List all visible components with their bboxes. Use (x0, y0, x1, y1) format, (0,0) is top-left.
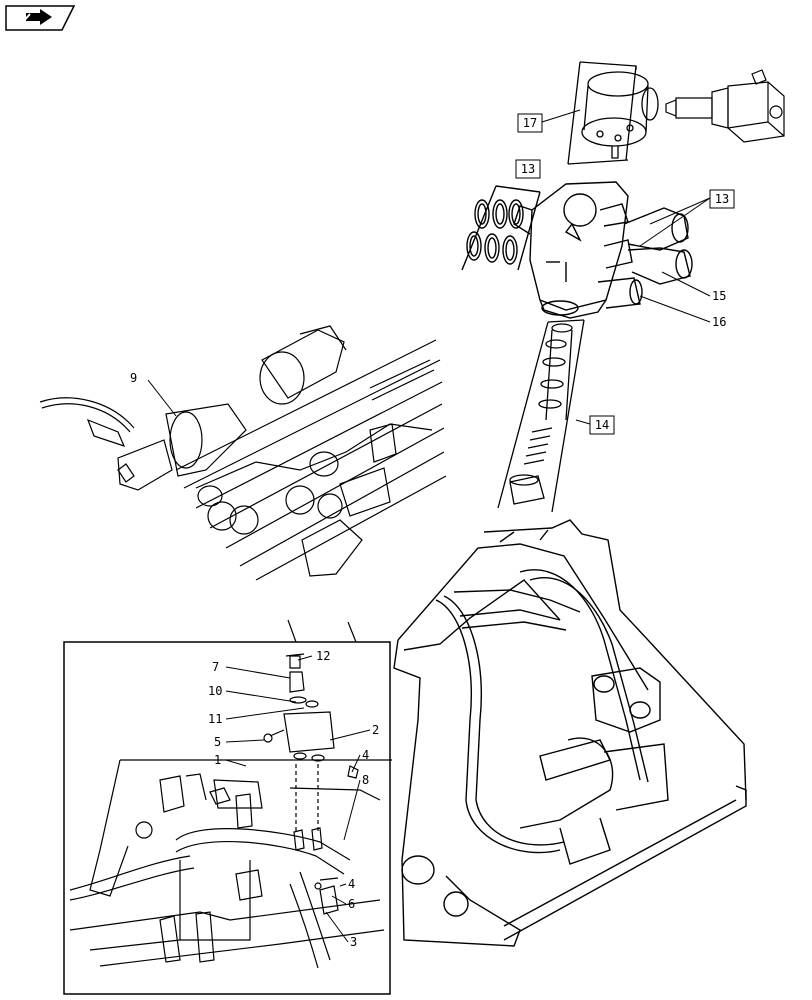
callout-4-lower: 4 (348, 877, 355, 891)
callout-1: 1 (214, 753, 221, 767)
callout-13-rings-label: 13 (521, 162, 535, 176)
next-page-arrow-icon[interactable] (5, 5, 76, 31)
callout-8: 8 (362, 773, 369, 787)
callout-14: 14 (589, 415, 615, 435)
loader-valve-bank (39, 325, 447, 581)
callout-14-label: 14 (595, 418, 609, 432)
callouts: 17 13 13 14 15 16 9 12 7 10 11 5 2 1 4 8… (130, 113, 735, 949)
callout-13-valve: 13 (709, 189, 735, 209)
callout-4-upper: 4 (362, 748, 369, 762)
o-ring-kit-13 (461, 185, 541, 271)
callout-5: 5 (214, 735, 221, 749)
callout-16: 16 (712, 315, 726, 329)
callout-17-label: 17 (523, 116, 537, 130)
callout-10: 10 (208, 684, 222, 698)
callout-6: 6 (348, 897, 355, 911)
solenoid-cartridge-valve (665, 69, 785, 143)
callout-12: 12 (316, 649, 330, 663)
loader-frame (393, 519, 747, 947)
callout-11: 11 (208, 712, 222, 726)
leader-lines (147, 109, 711, 943)
spool-assembly-14 (497, 319, 585, 513)
callout-2: 2 (372, 723, 379, 737)
callout-9: 9 (130, 371, 137, 385)
callout-17: 17 (517, 113, 543, 133)
callout-7: 7 (212, 660, 219, 674)
callout-15: 15 (712, 289, 726, 303)
callout-3: 3 (350, 935, 357, 949)
callout-13-rings: 13 (515, 159, 541, 179)
valve-cover-17 (567, 61, 659, 165)
detail-inset (63, 619, 392, 995)
callout-13-valve-label: 13 (715, 192, 729, 206)
valve-body (513, 181, 693, 319)
